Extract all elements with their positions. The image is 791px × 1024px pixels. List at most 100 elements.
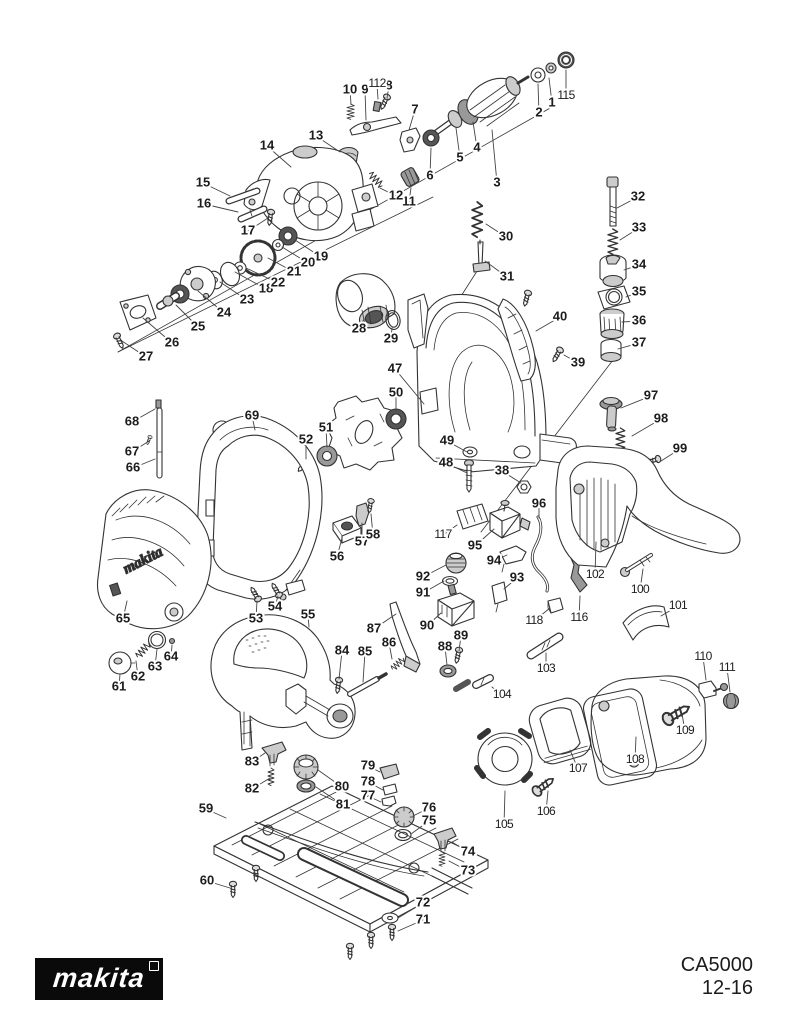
leader-line-38 (501, 470, 522, 484)
callout-7: 7 (411, 101, 418, 116)
callout-79: 79 (361, 757, 375, 772)
leader-line-11 (408, 187, 412, 203)
base-clamps (261, 741, 457, 867)
leader-line-15 (202, 182, 231, 197)
base-plate (213, 784, 489, 961)
switch-group (437, 499, 588, 678)
callout-1: 1 (548, 94, 555, 109)
leader-line-80 (317, 769, 343, 788)
callout-27: 27 (139, 348, 153, 363)
leader-line-51 (325, 427, 328, 448)
callout-107: 107 (569, 761, 588, 775)
callout-84: 84 (335, 642, 350, 657)
callout-15: 15 (196, 174, 210, 189)
leader-line-37 (617, 342, 640, 350)
callout-102: 102 (586, 567, 605, 581)
leader-line-33 (619, 227, 640, 241)
leader-line-89 (458, 635, 462, 652)
leader-line-86 (388, 642, 393, 660)
leader-line-68 (131, 408, 156, 423)
leader-line-5 (455, 127, 461, 159)
callout-20: 20 (301, 254, 315, 269)
callout-33: 33 (632, 219, 646, 234)
callout-63: 63 (148, 658, 162, 673)
leader-line-48 (445, 462, 468, 474)
callout-101: 101 (669, 598, 688, 612)
callout-97: 97 (644, 387, 658, 402)
callout-29: 29 (384, 330, 398, 345)
callout-6: 6 (426, 167, 433, 182)
callout-16: 16 (197, 195, 211, 210)
leader-line-76 (412, 807, 430, 817)
leader-line-47 (394, 368, 425, 405)
callout-10: 10 (343, 81, 357, 96)
leader-line-20 (281, 246, 309, 264)
callout-116: 116 (570, 610, 588, 624)
leader-line-60 (206, 880, 231, 889)
leader-line-8 (386, 85, 390, 99)
leader-line-28 (358, 318, 365, 330)
callout-31: 31 (500, 268, 514, 283)
leader-line-100 (639, 568, 644, 591)
leader-line-35 (625, 291, 640, 298)
callout-81: 81 (336, 796, 350, 811)
callout-98: 98 (654, 410, 668, 425)
leader-line-17 (247, 217, 269, 232)
leader-line-77 (367, 795, 382, 803)
leader-line-34 (623, 264, 640, 271)
leader-line-22 (245, 267, 279, 284)
leader-line-95 (474, 528, 495, 547)
callout-109: 109 (676, 723, 695, 737)
callout-36: 36 (632, 312, 646, 327)
leader-line-90 (426, 612, 442, 627)
callout-72: 72 (416, 894, 430, 909)
callout-37: 37 (632, 334, 646, 349)
rear-handle (555, 396, 741, 641)
callout-18: 18 (259, 280, 273, 295)
callout-73: 73 (461, 862, 475, 877)
callout-11: 11 (402, 193, 416, 208)
callout-57: 57 (355, 533, 369, 548)
plunger-spring (471, 201, 491, 273)
callout-85: 85 (358, 643, 372, 658)
depth-knob-stack (597, 176, 631, 363)
leader-line-69 (251, 415, 256, 431)
leader-line-21 (267, 257, 295, 273)
leader-line-24 (197, 290, 225, 314)
model-number: CA5000 (680, 954, 753, 976)
makita-logo: makita (35, 958, 163, 1000)
leader-line-64 (170, 644, 173, 658)
callout-30: 30 (499, 228, 513, 243)
callout-25: 25 (191, 318, 205, 333)
leader-line-116 (578, 595, 581, 619)
leader-line-53 (255, 600, 258, 620)
leader-line-67 (131, 440, 150, 453)
callout-87: 87 (367, 620, 381, 635)
leader-line-55 (307, 614, 310, 628)
leader-line-101 (660, 605, 679, 617)
callout-76: 76 (422, 799, 436, 814)
leader-line-92 (422, 564, 447, 578)
callout-53: 53 (249, 610, 263, 625)
callout-108: 108 (626, 752, 645, 766)
callout-99: 99 (673, 440, 687, 455)
leader-line-71 (397, 919, 424, 932)
callout-83: 83 (245, 753, 259, 768)
callout-118: 118 (525, 613, 543, 627)
callout-49: 49 (440, 432, 454, 447)
callout-52: 52 (299, 431, 313, 446)
leader-line-18 (234, 271, 267, 290)
leader-line-59 (205, 808, 227, 819)
callout-92: 92 (416, 568, 430, 583)
leader-line-108 (634, 736, 637, 761)
callout-94: 94 (487, 552, 502, 567)
callout-93: 93 (510, 569, 524, 584)
leader-line-3 (491, 129, 498, 184)
callout-32: 32 (631, 188, 645, 203)
callout-89: 89 (454, 627, 468, 642)
leader-line-31 (484, 260, 508, 278)
callout-110: 110 (694, 649, 712, 663)
leader-line-2 (537, 83, 540, 114)
callout-2: 2 (535, 104, 542, 119)
